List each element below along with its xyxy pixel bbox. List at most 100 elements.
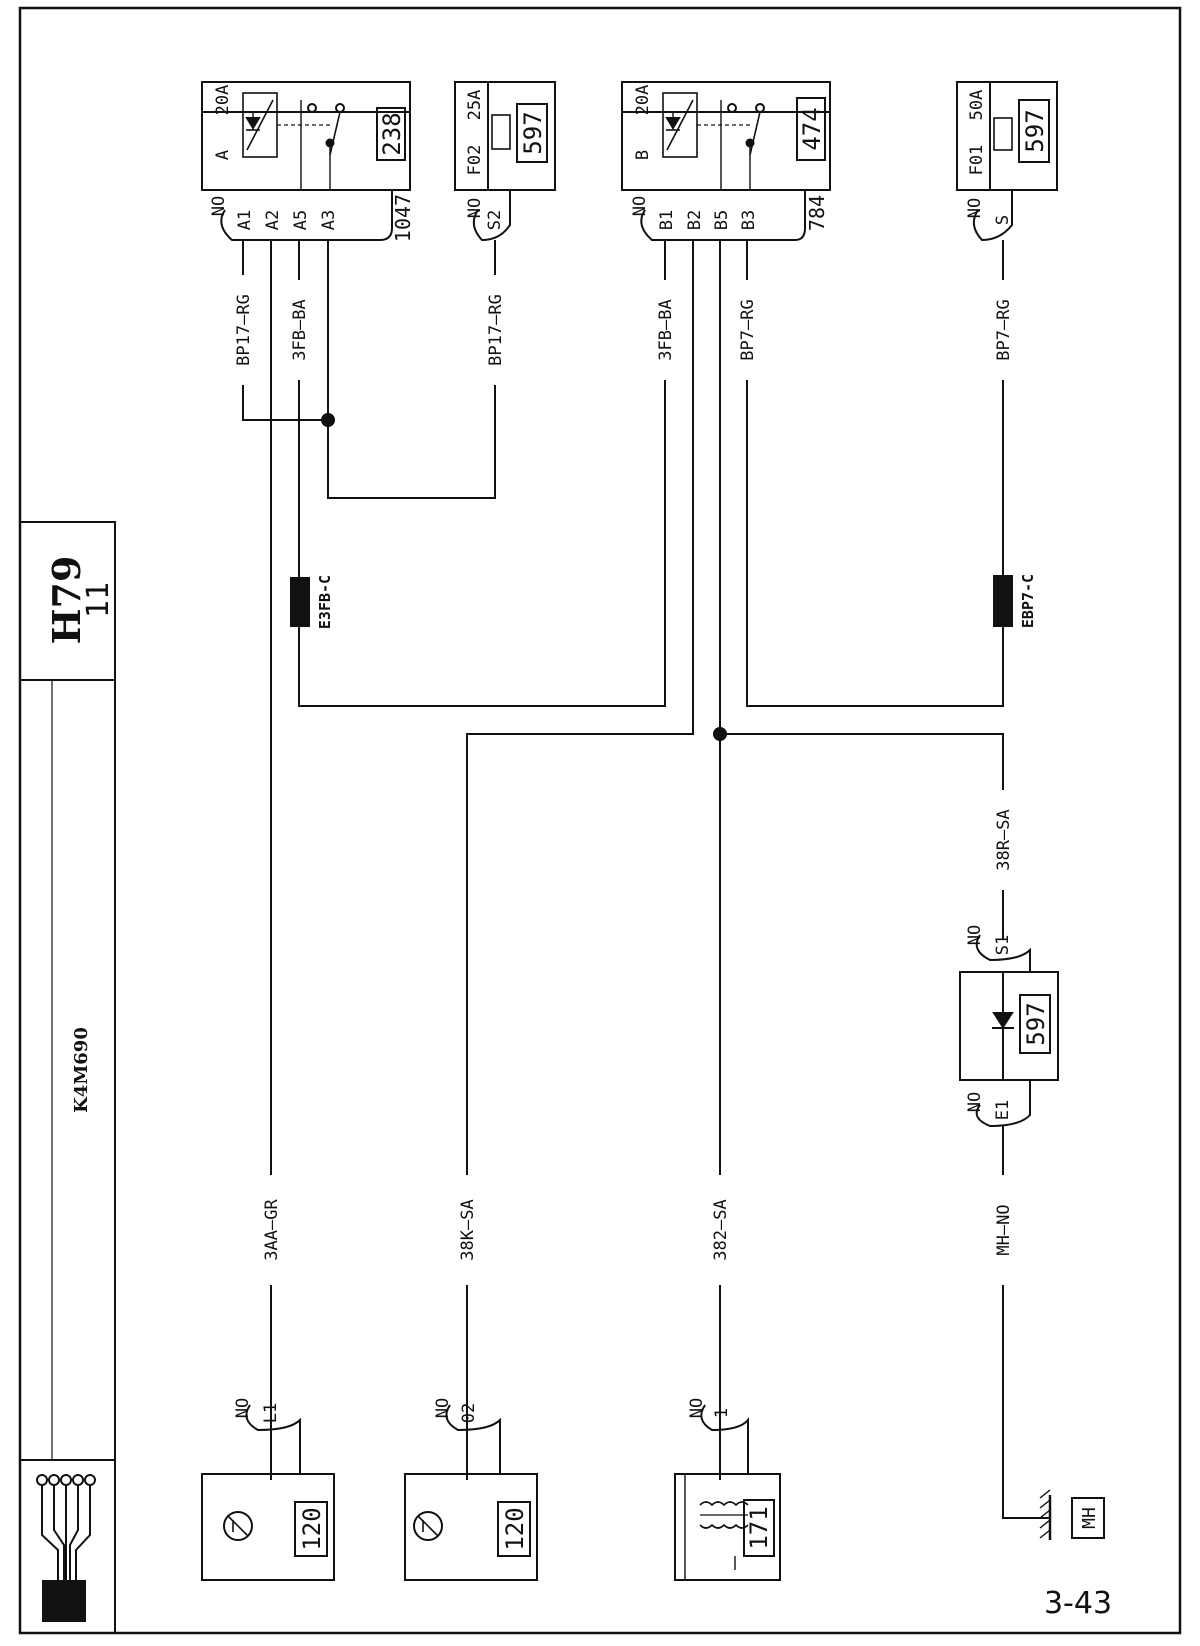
wire-a5 [298,240,666,707]
relay-b-id: 474 [798,107,826,150]
relay-b-conn: 784 [805,195,829,231]
f01-color: NO [965,198,985,218]
relay-a-letter: A [213,150,233,160]
fuse-f01 [956,81,1058,191]
wire-a3 [327,240,496,499]
coil-id: 171 [745,1506,773,1549]
title-strip [19,521,116,1634]
wire-b2 [466,240,694,1480]
wire-label: 38R—SA [994,809,1014,870]
relay-b-rating: 20A [633,85,653,116]
pin-a2: A2 [263,210,283,230]
pin-b1: B1 [657,210,677,230]
diode-e1-connector [975,1080,1031,1128]
sensor-2 [404,1473,538,1581]
wire-label: 382—SA [711,1199,731,1260]
wiring-harness-icon [36,1474,96,1580]
wire-label: MH—NO [994,1204,1014,1255]
relay-a-connector [220,190,393,241]
splice-e3fb [290,577,310,627]
junction-a3 [321,413,335,427]
wire-label-mh: MH—NO [994,1175,1014,1285]
relay-a-rating: 20A [213,85,233,116]
f01-rating: 50A [967,90,987,121]
wire-label-bp7-s: BP7—RG [994,280,1014,380]
pin-b5: B5 [712,210,732,230]
sensor-2-pin: 02 [459,1403,479,1423]
wire-label-3fb-b1: 3FB—BA [656,280,676,380]
wire-label-38r: 38R—SA [994,790,1014,890]
sensor-1-connector [245,1404,301,1474]
sensor-1-pin: L1 [261,1403,281,1423]
wire-label: BP7—RG [994,299,1014,360]
f02-color: NO [465,198,485,218]
sensor-2-id: 120 [501,1507,529,1550]
wire-label-bp7-b3: BP7—RG [738,280,758,380]
f01-id: 597 [1021,109,1049,152]
diode-box [959,971,1059,1081]
relay-a-id: 238 [378,112,406,155]
f01-pin: S [993,215,1013,225]
wire-a1 [242,240,328,421]
wire-label: 3AA—GR [262,1199,282,1261]
fuse-f01-connector [972,190,1013,242]
relay-a-conn: 1047 [391,194,415,242]
sensor-1-id: 120 [298,1507,326,1550]
f02-rating: 25A [465,90,485,121]
wire-label: BP17—RG [234,294,254,366]
relay-b-connector [640,190,806,241]
relay-b-letter: B [633,150,653,160]
wire-label-3fb-a5: 3FB—BA [290,280,310,380]
sensor-2-color: NO [433,1398,453,1418]
relay-a [201,81,411,191]
diode-e1-color: NO [965,1092,985,1112]
diode-s1-pin: S1 [993,935,1013,955]
relay-b [621,81,831,191]
wire-b3 [746,240,1004,707]
pin-a5: A5 [291,210,311,230]
ground-symbol [1039,1489,1105,1540]
wire-label: 38K—SA [458,1199,478,1260]
coil-pin: 1 [712,1408,732,1418]
fuse-f02-connector [472,190,511,242]
f02-id: 597 [519,111,547,154]
pin-a1: A1 [235,210,255,230]
splice-ebp7 [993,575,1013,627]
engine-code: K4M690 [71,1027,92,1113]
diode-s1-color: NO [965,925,985,945]
wire-label: 3FB—BA [290,299,310,360]
diode-s1-connector [975,934,1031,972]
coil-connector [700,1404,749,1474]
sheet-sub: 11 [81,582,116,618]
f02-pin: S2 [485,210,505,230]
wire-label-382: 382—SA [711,1175,731,1285]
wire-38r [720,733,1004,940]
ground-label: MH [1079,1507,1100,1529]
labels: H79 11 K4M690 A 20A 238 1047 NO A1 A2 A5… [44,85,1100,1551]
splice-ebp7-label: EBP7-C [1019,574,1037,628]
sensor-2-connector [445,1404,501,1474]
diode-id: 597 [1022,1002,1050,1045]
fuse-f02 [454,81,556,191]
splice-e3fb-label: E3FB-C [316,575,334,629]
coil-171 [674,1473,781,1581]
wire-label: 3FB—BA [656,299,676,360]
junction-b5 [713,727,727,741]
relay-b-color: NO [630,196,650,216]
sheet-code: H79 [44,556,89,645]
sensor-1 [201,1473,335,1581]
diode-e1-pin: E1 [993,1100,1013,1120]
pin-b2: B2 [685,210,705,230]
wire-label-bp17-s2: BP17—RG [486,275,506,385]
wire-label: BP7—RG [738,299,758,360]
relay-a-color: NO [209,196,229,216]
wire-label-3aa: 3AA—GR [262,1175,282,1285]
page-number: 3-43 [1044,1586,1112,1621]
wire-label-38k: 38K—SA [458,1175,478,1285]
wire-label-bp17-a1: BP17—RG [234,275,254,385]
coil-color: NO [687,1398,707,1418]
f01-name: F01 [967,145,987,176]
pin-a3: A3 [319,210,339,230]
pin-b3: B3 [739,210,759,230]
